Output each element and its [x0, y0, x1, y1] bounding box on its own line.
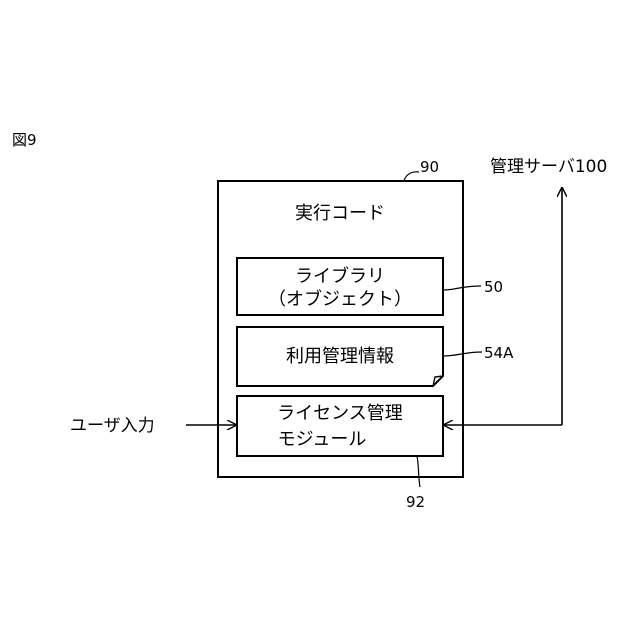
license-module-leader-line [417, 456, 420, 487]
library-ref: 50 [484, 278, 503, 296]
usage-info-ref: 54A [484, 344, 514, 362]
executable-code-ref: 90 [420, 158, 439, 176]
license-module-line2: モジュール [278, 429, 367, 450]
usage-info-label: 利用管理情報 [286, 346, 394, 367]
executable-code-title: 実行コード [295, 203, 385, 224]
executable-code-leader-line [404, 172, 419, 181]
management-server-label: 管理サーバ100 [490, 157, 607, 177]
library-line2: （オブジェクト） [268, 288, 412, 310]
license-module-ref: 92 [406, 493, 425, 511]
license-module-line1: ライセンス管理 [277, 403, 403, 424]
library-line1: ライブラリ [295, 265, 385, 287]
user-input-label: ユーザ入力 [70, 416, 155, 436]
figure-label: 図9 [12, 131, 37, 149]
